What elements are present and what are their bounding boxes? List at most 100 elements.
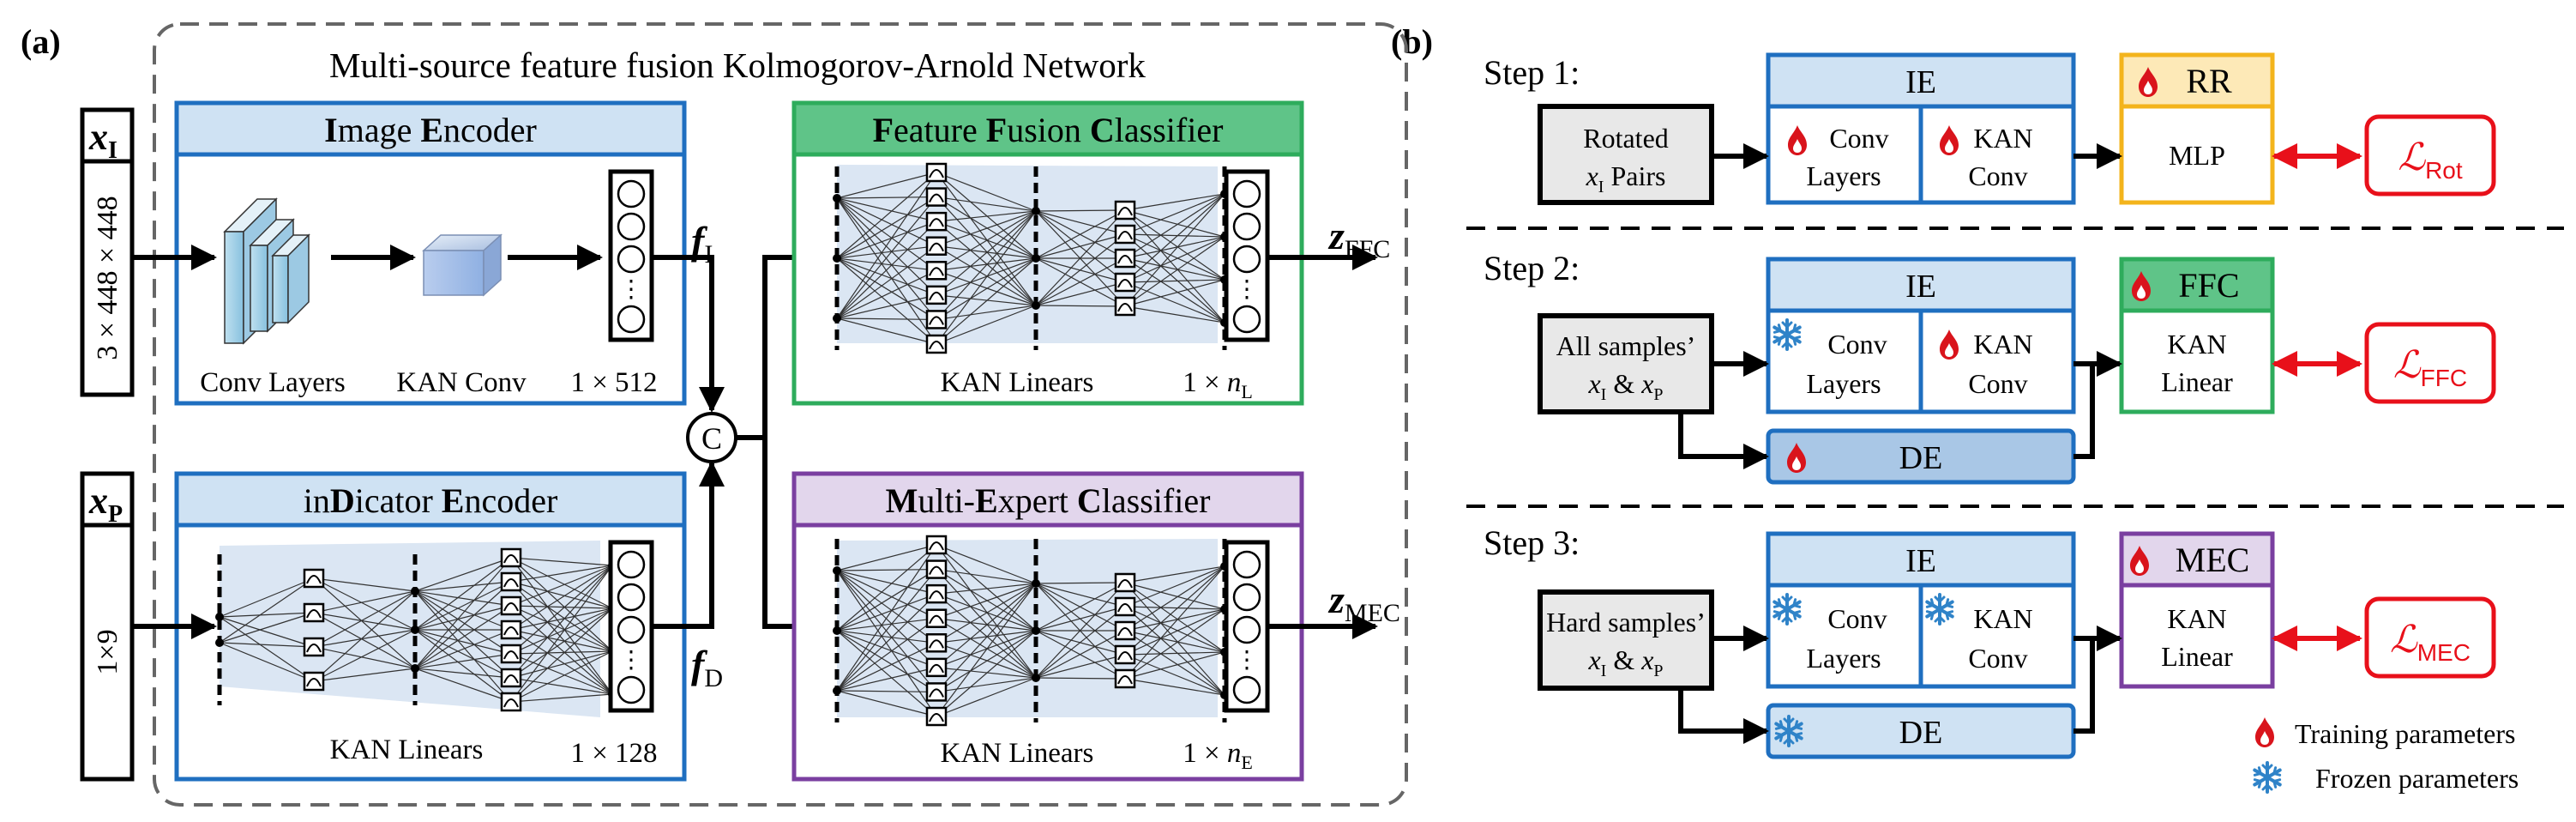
step-3-conv-frozen-icon [1773, 593, 1802, 626]
svg-text:IE: IE [1905, 64, 1936, 100]
svg-text:DE: DE [1899, 715, 1943, 751]
step-1-head-header [2119, 52, 2275, 109]
mec-linears-label: KAN Linears [941, 738, 1094, 769]
step-3-input-box [1538, 589, 1714, 691]
svg-text:⋮: ⋮ [619, 276, 643, 303]
svg-text:All samples’: All samples’ [1556, 330, 1696, 361]
step-1-kan-training-icon [1940, 125, 1959, 155]
step-3-loss [2364, 596, 2496, 679]
svg-text:Layers: Layers [1806, 368, 1881, 399]
svg-text:xI & xP: xI & xP [1587, 644, 1663, 680]
step-3-kan-frozen-icon [1925, 593, 1954, 626]
svg-text:Conv: Conv [1968, 368, 2027, 399]
step-1-loss [2364, 114, 2496, 196]
ffc-output-vector: ⋮ [1224, 169, 1270, 342]
image-feature-label: fI [691, 219, 713, 269]
svg-text:KAN: KAN [1973, 603, 2032, 634]
step-1-head-training-icon [2139, 67, 2158, 97]
image-feature-vector: ⋮ [608, 169, 654, 342]
svg-text:DE: DE [1899, 440, 1943, 476]
step-3-label: Step 3: [1484, 523, 1580, 562]
mec-title: Multi-Expert Classifier [886, 481, 1211, 520]
indicator-feature-label: fD [691, 643, 723, 692]
mec-kan-linears-graphic [833, 535, 1229, 727]
indicator-encoder-dims: 1 × 128 [570, 738, 657, 769]
svg-text:Linear: Linear [2161, 366, 2233, 397]
image-encoder-dims: 1 × 512 [570, 367, 657, 398]
ffc-dims: 1 × nL [1183, 367, 1253, 402]
step-2-kan-training-icon [1940, 329, 1959, 360]
concat-symbol: C [701, 421, 722, 456]
svg-text:xI: xI [88, 116, 117, 164]
step-3-de-frozen-icon [1774, 715, 1803, 747]
svg-text:Conv: Conv [1829, 123, 1888, 154]
legend-frozen-label: Frozen parameters [2315, 763, 2519, 794]
conv-layers-label: Conv Layers [200, 367, 346, 398]
svg-text:Hard samples’: Hard samples’ [1546, 607, 1706, 638]
step-2-label: Step 2: [1484, 249, 1580, 287]
ffc-title: Feature Fusion Classifier [873, 111, 1224, 149]
image-encoder-title: Image Encoder [324, 111, 537, 149]
ffc-output-label: zFFC [1327, 214, 1390, 263]
mec-output-vector: ⋮ [1224, 540, 1270, 713]
svg-text:MEC: MEC [2176, 541, 2250, 579]
svg-text:Layers: Layers [1806, 160, 1881, 191]
svg-text:⋮: ⋮ [619, 647, 643, 674]
step-2-de-training-icon [1787, 443, 1806, 473]
svg-text:Conv: Conv [1827, 603, 1887, 634]
ffc-kan-linears-graphic [833, 162, 1229, 354]
kan-conv-label: KAN Conv [396, 367, 527, 398]
step-2-conv-frozen-icon [1773, 318, 1802, 351]
svg-text:IE: IE [1905, 269, 1936, 305]
svg-text:xI & xP: xI & xP [1587, 368, 1663, 404]
network-title: Multi-source feature fusion Kolmogorov-A… [329, 45, 1146, 85]
svg-text:MLP: MLP [2169, 140, 2225, 171]
step-1-label: Step 1: [1484, 53, 1580, 92]
image-encoder: Image Encoder ⋮ [174, 100, 687, 406]
legend: Training parameters Frozen parameters [2253, 717, 2519, 794]
kan-conv-graphic [422, 233, 503, 297]
svg-text:KAN: KAN [1973, 329, 2032, 360]
step-1-input-box [1538, 104, 1714, 205]
step-2-loss [2364, 322, 2496, 404]
step-3-head-training-icon [2130, 546, 2149, 576]
step-3: Step 3: Hard samples’ xI & xP IE Conv La… [1484, 523, 2496, 759]
mec-dims: 1 × nE [1183, 738, 1253, 773]
mec-output-label: zMEC [1327, 577, 1400, 627]
svg-text:⋮: ⋮ [1235, 276, 1259, 303]
indicator-feature-vector: ⋮ [608, 540, 654, 713]
svg-text:Layers: Layers [1806, 643, 1881, 674]
step-2: Step 2: All samples’ xI & xP IE Conv Lay… [1484, 249, 2496, 485]
svg-text:IE: IE [1905, 543, 1936, 579]
legend-frozen-icon [2253, 761, 2282, 794]
multi-expert-classifier: Multi-Expert Classifier ⋮ KAN Linears 1 … [791, 471, 1304, 782]
indicator-input-dims: 1×9 [92, 629, 123, 674]
legend-training-label: Training parameters [2295, 718, 2515, 749]
step-3-ie-header [1766, 531, 2076, 588]
svg-text:Conv: Conv [1827, 329, 1887, 360]
svg-text:⋮: ⋮ [1235, 647, 1259, 674]
panel-label-a: (a) [21, 22, 61, 61]
conv-layers-graphic [223, 197, 310, 345]
image-input-dims: 3 × 448 × 448 [92, 196, 123, 360]
step-1-ie-header [1766, 52, 2076, 109]
svg-text:RR: RR [2186, 62, 2232, 100]
step-1-conv-training-icon [1788, 125, 1807, 155]
svg-text:KAN: KAN [1973, 123, 2032, 154]
indicator-input: xP 1×9 [80, 471, 135, 782]
svg-text:Rotated: Rotated [1583, 123, 1669, 154]
image-input: xI 3 × 448 × 448 [80, 107, 135, 397]
indicator-encoder-title: inDicator Encoder [304, 481, 558, 520]
svg-text:ℒFFC: ℒFFC [2393, 344, 2467, 391]
network-boundary [153, 22, 1408, 807]
svg-text:ℒMEC: ℒMEC [2390, 619, 2471, 666]
svg-text:xP: xP [88, 480, 123, 528]
legend-training-icon [2255, 717, 2274, 747]
ffc-linears-label: KAN Linears [941, 367, 1094, 398]
step-1: Step 1: Rotated xI Pairs IE Conv Layers … [1484, 52, 2496, 205]
svg-text:FFC: FFC [2178, 266, 2239, 305]
svg-text:Conv: Conv [1968, 643, 2027, 674]
step-2-head-training-icon [2132, 271, 2151, 301]
indicator-kan-linears-graphic [215, 547, 617, 712]
svg-text:KAN: KAN [2167, 603, 2226, 634]
